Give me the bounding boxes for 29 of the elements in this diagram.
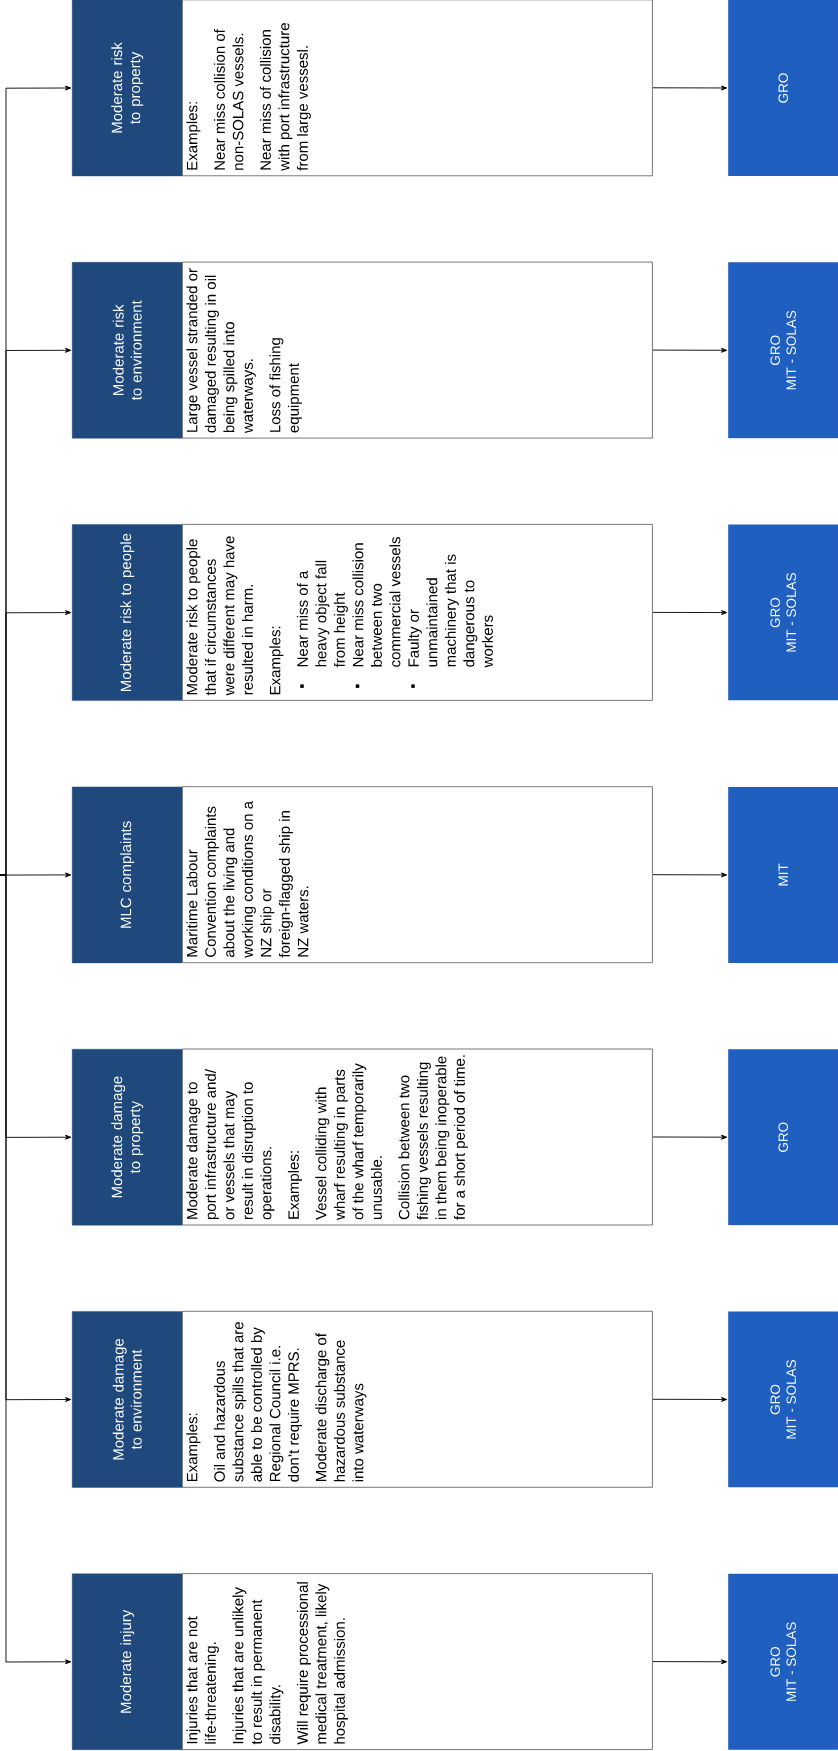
description-box: Examples: Oil and hazardous substance spills that are able to be controlled by Regional Council i.e. don’t require MPRS. Moderate discharge of hazardous substance into waterways [182, 1310, 653, 1488]
outcome-box: GRO MIT - SOLAS [728, 524, 838, 701]
arrow [652, 1659, 728, 1665]
outcome-box: GRO MIT - SOLAS [728, 262, 838, 439]
description-box: Moderate risk to people that if circumstances were different may have resulted in harm. Examples: Near miss of a heavy object fall from height Near miss collision between two commercial vessels Faulty or unmaintained machinery that is dangerous to workers [182, 524, 653, 701]
arrow [652, 347, 728, 353]
description-box: Large vessel stranded or damaged resulting in oil being spilled into waterways. Loss of fishing equipment [182, 261, 653, 439]
heading-box: Moderate damage to property [72, 1049, 183, 1226]
heading-box: MLC complaints [72, 786, 183, 964]
arrow [652, 1397, 728, 1402]
outcome-box: GRO [728, 0, 838, 176]
arrow [0, 85, 72, 876]
arrow [652, 872, 728, 878]
description-box: Injuries that are not life-threatening. Injuries that are unlikely to result in permanent disability. Will require processional medical treatment, likely hospital admission. [182, 1573, 653, 1750]
arrow [652, 1134, 728, 1140]
heading-box: Moderate damage to environment [72, 1311, 183, 1488]
heading-box: Moderate injury [72, 1573, 183, 1750]
heading-box: Moderate risk to property [72, 0, 183, 177]
description-box: Maritime Labour Convention complaints about the living and working conditions on a NZ ship or foreign-flagged ship in NZ waters. [182, 786, 653, 964]
heading-box: Moderate risk to environment [72, 262, 183, 439]
outcome-box: MIT [728, 786, 838, 963]
heading-box: Moderate risk to people [72, 524, 183, 701]
outcome-box: GRO [728, 1049, 838, 1226]
description-box: Examples: Near miss collision of non-SOLAS vessels. Near miss of collision with port infrastructure from large vessesl. [182, 0, 653, 177]
description-box: Moderate damage to port infrastructure and/ or vessels that may result in disruption to operations. Examples: Vessel colliding with wharf resulting in parts of the wharf temporarily unusable. Collision between two fishing vessels resulting in them being inoperable for a short period of time. [182, 1048, 653, 1226]
outcome-box: GRO MIT - SOLAS [728, 1311, 838, 1488]
outcome-box: GRO MIT - SOLAS [728, 1573, 838, 1750]
arrow [652, 610, 728, 615]
arrow [652, 85, 728, 91]
